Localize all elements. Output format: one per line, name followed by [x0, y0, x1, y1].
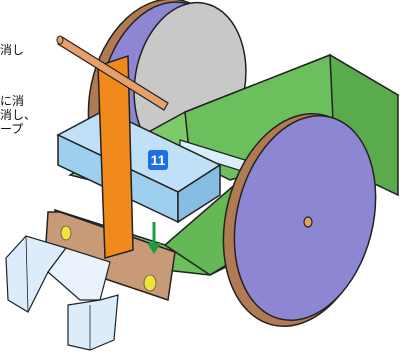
- text-fragment-2: に消: [0, 94, 24, 108]
- text-fragment-3: 消し、: [0, 108, 36, 122]
- top-axle-end: [57, 36, 63, 44]
- text-fragment-4: ープ: [0, 122, 23, 136]
- yellow-dot-right: [144, 275, 156, 291]
- front-wheel-hub: [304, 217, 312, 227]
- scoop-bottom: [68, 295, 118, 350]
- text-fragment-1: 消し: [0, 43, 24, 57]
- step-badge: 11: [148, 150, 168, 170]
- yellow-dot-left: [61, 226, 71, 240]
